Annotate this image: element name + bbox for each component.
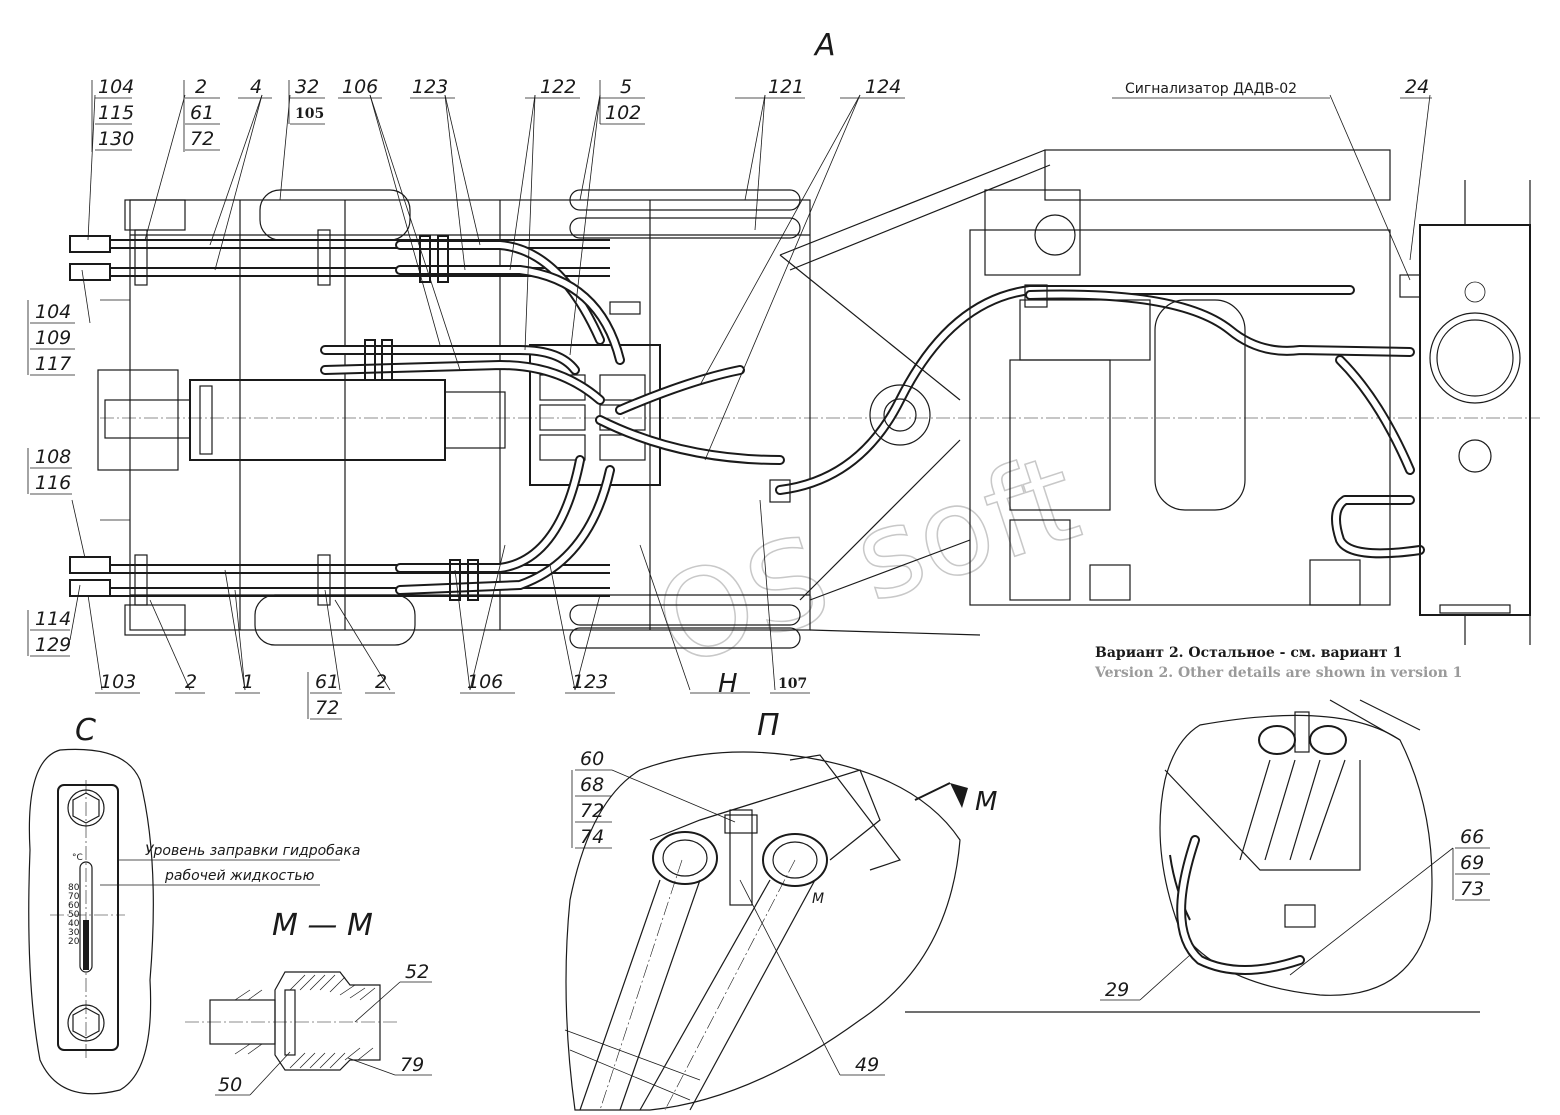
label-61-top: 61: [190, 102, 214, 124]
label-122: 122: [540, 76, 576, 98]
detail-c: С °С 80 70 60 50 40 30 20 Уровень заправ…: [28, 713, 360, 1095]
signal-label: Сигнализатор ДАДВ-02: [1125, 81, 1297, 97]
label-72-bot: 72: [315, 697, 339, 719]
gauge-scale-40: 40: [68, 919, 80, 929]
label-73: 73: [1460, 878, 1484, 900]
view-title-c: С: [75, 713, 96, 748]
clamp-bolt: [729, 809, 753, 906]
variant-note-ru: Вариант 2. Остальное - см. вариант 1: [1095, 645, 1402, 661]
label-104-top: 104: [98, 76, 134, 98]
label-69: 69: [1460, 852, 1484, 874]
gauge-scale-70: 70: [68, 892, 80, 902]
detail-p: П М 60: [564, 708, 997, 1111]
gauge-body: [57, 784, 119, 1051]
gauge-caption-2: рабочей жидкостью: [164, 868, 315, 884]
gauge-unit: °С: [72, 853, 83, 863]
label-66: 66: [1460, 826, 1484, 848]
label-109: 109: [35, 327, 71, 349]
hose-clamps: [364, 235, 1048, 601]
label-72-top: 72: [190, 128, 214, 150]
label-2-bot-a: 2: [185, 671, 197, 693]
section-mm: М — М: [185, 908, 432, 1096]
label-2-top: 2: [195, 76, 207, 98]
watermark: OS soft: [640, 429, 1094, 695]
label-108: 108: [35, 446, 71, 468]
upper-pipes: [110, 189, 801, 277]
label-4: 4: [250, 76, 262, 98]
label-60: 60: [580, 748, 604, 770]
section-marker-m-small: М: [812, 891, 824, 907]
frame-diagonals: [779, 149, 1051, 636]
gauge-scale-80: 80: [68, 883, 80, 893]
label-106-bot: 106: [467, 671, 503, 693]
label-1: 1: [242, 671, 254, 693]
lower-pipes: [110, 564, 801, 649]
label-123-top: 123: [412, 76, 448, 98]
gauge-scale-60: 60: [68, 901, 80, 911]
view-title-mm: М — М: [272, 908, 373, 943]
label-74: 74: [580, 826, 604, 848]
label-106-top: 106: [342, 76, 378, 98]
hydraulic-cylinder: [104, 379, 506, 461]
detail-r: 66 69 73 29: [905, 699, 1490, 1013]
view-title-a: А: [813, 28, 836, 63]
variant-note-en: Version 2. Other details are shown in ve…: [1094, 665, 1462, 681]
label-49: 49: [855, 1054, 879, 1076]
detail-p-pipes: [579, 754, 901, 1111]
hydraulic-tank: [1399, 180, 1531, 645]
pump-unit: [969, 149, 1391, 606]
label-68: 68: [580, 774, 604, 796]
gauge-scale-20: 20: [68, 937, 80, 947]
label-116: 116: [35, 472, 71, 494]
thermometer-icon: [79, 861, 93, 973]
label-114: 114: [35, 608, 71, 630]
view-title-h: Н: [718, 669, 738, 699]
label-2-bot-b: 2: [375, 671, 387, 693]
label-79: 79: [400, 1054, 424, 1076]
gauge-caption-1: Уровень заправки гидробака: [145, 843, 360, 859]
label-129: 129: [35, 634, 71, 656]
main-view: А: [27, 28, 1540, 720]
label-105: 105: [295, 106, 324, 122]
end-fittings: [69, 229, 331, 606]
label-5: 5: [620, 76, 632, 98]
label-102: 102: [605, 102, 641, 124]
view-title-p: П: [757, 708, 780, 743]
label-103: 103: [100, 671, 136, 693]
label-29: 29: [1105, 979, 1129, 1001]
label-32: 32: [295, 76, 319, 98]
section-hatching: [234, 974, 376, 1069]
main-leaders: [69, 94, 1431, 691]
gauge-scale-50: 50: [68, 910, 80, 920]
label-107: 107: [778, 676, 807, 692]
label-52: 52: [405, 961, 429, 983]
label-115: 115: [98, 102, 134, 124]
label-61-bot: 61: [315, 671, 339, 693]
label-72-p: 72: [580, 800, 604, 822]
label-117: 117: [35, 353, 71, 375]
section-marker-m: М: [975, 787, 997, 817]
gauge-scale-30: 30: [68, 928, 80, 938]
label-24: 24: [1405, 76, 1429, 98]
label-123-bot: 123: [572, 671, 608, 693]
label-underlines: [27, 80, 1432, 720]
label-104-mid: 104: [35, 301, 71, 323]
label-124: 124: [865, 76, 901, 98]
label-50: 50: [218, 1074, 242, 1096]
label-130: 130: [98, 128, 134, 150]
label-121: 121: [768, 76, 804, 98]
